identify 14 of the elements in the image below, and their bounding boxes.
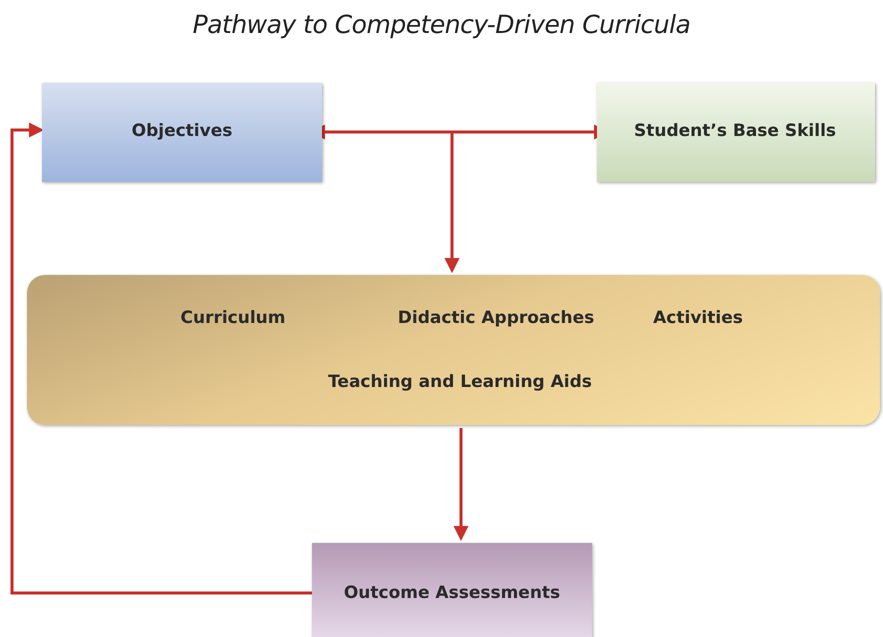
box-label: Activities [653,308,743,328]
diagram-title: Pathway to Competency-Driven Curricula [192,10,692,39]
box-label: Didactic Approaches [398,308,594,328]
process-box [597,83,875,182]
process-box [42,83,322,182]
box-label: Outcome Assessments [344,583,560,603]
box-label: Objectives [132,121,232,141]
process-band [27,275,880,425]
box-label: Teaching and Learning Aids [328,372,592,392]
box-label: Curriculum [180,308,286,328]
arrow [454,428,468,541]
process-box [312,543,592,637]
box-label: Student’s Base Skills [634,121,836,141]
arrow [10,122,312,594]
